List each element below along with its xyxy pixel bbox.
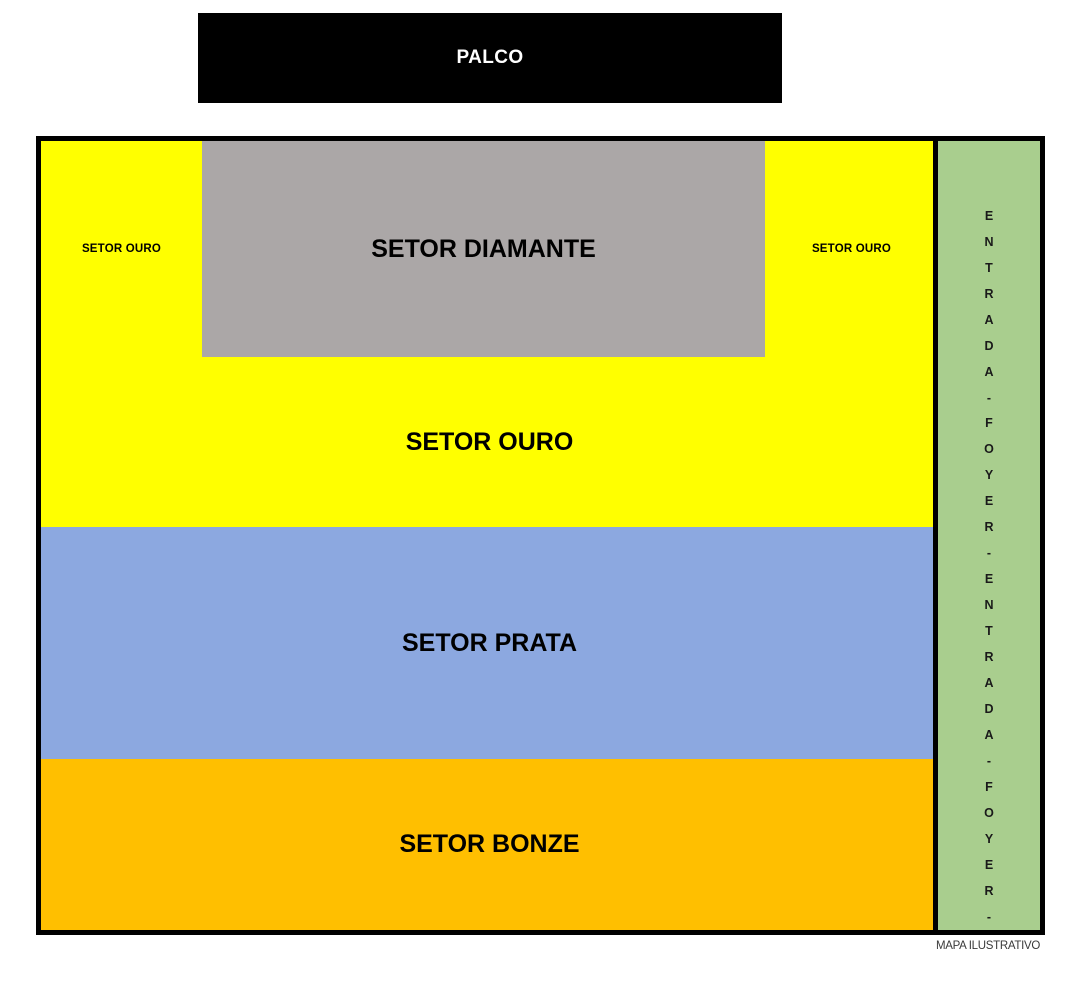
foyer-letter: E <box>984 572 994 587</box>
sector-ouro-label: SETOR OURO <box>405 427 574 456</box>
footnote-illustrative-map: MAPA ILUSTRATIVO <box>935 940 1040 952</box>
seating-area: SETOR OURO SETOR DIAMANTE SETOR OURO SET… <box>41 141 938 930</box>
foyer-letter: - <box>986 754 992 769</box>
sector-gold-right[interactable]: SETOR OURO <box>765 141 938 357</box>
venue-seating-map: SETOR OURO SETOR DIAMANTE SETOR OURO SET… <box>36 136 1045 935</box>
sector-diamante[interactable]: SETOR DIAMANTE <box>202 141 765 357</box>
sector-bonze[interactable]: SETOR BONZE <box>41 759 938 930</box>
stage-block: PALCO <box>198 13 782 103</box>
foyer-letter: - <box>986 390 992 405</box>
foyer-letter: O <box>984 806 994 821</box>
foyer-letter: R <box>984 520 994 535</box>
foyer-letter: R <box>984 883 994 898</box>
sector-gold-left[interactable]: SETOR OURO <box>41 141 202 357</box>
sector-gold-right-label: SETOR OURO <box>811 243 892 255</box>
foyer-letter: A <box>984 312 994 327</box>
foyer-letter: N <box>984 234 994 249</box>
sector-prata[interactable]: SETOR PRATA <box>41 527 938 759</box>
foyer-letter: - <box>986 909 992 924</box>
foyer-letter: - <box>986 546 992 561</box>
foyer-letter: T <box>985 260 993 275</box>
foyer-letter: Y <box>984 831 994 846</box>
foyer-letter: A <box>984 728 994 743</box>
sector-prata-label: SETOR PRATA <box>401 628 577 657</box>
foyer-letter: T <box>985 624 993 639</box>
sector-bonze-label: SETOR BONZE <box>399 830 580 858</box>
foyer-letter: A <box>984 364 994 379</box>
foyer-letter: N <box>984 598 994 613</box>
foyer-letter: E <box>984 857 994 872</box>
sector-diamante-label: SETOR DIAMANTE <box>371 234 596 263</box>
foyer-letter: D <box>984 702 994 717</box>
foyer-letter: E <box>984 208 994 223</box>
sector-gold-left-label: SETOR OURO <box>81 243 162 255</box>
foyer-letter: O <box>984 442 994 457</box>
foyer-letter: D <box>984 338 994 353</box>
sector-ouro[interactable]: SETOR OURO <box>41 357 938 527</box>
foyer-letter: F <box>985 780 993 795</box>
foyer-letter: F <box>985 416 993 431</box>
stage-label: PALCO <box>456 47 524 68</box>
top-band: SETOR OURO SETOR DIAMANTE SETOR OURO <box>41 141 938 357</box>
foyer-letter: Y <box>984 468 994 483</box>
foyer-letter: R <box>984 650 994 665</box>
foyer-letter: A <box>984 676 994 691</box>
foyer-letter: E <box>984 494 994 509</box>
foyer-letter: R <box>984 286 994 301</box>
